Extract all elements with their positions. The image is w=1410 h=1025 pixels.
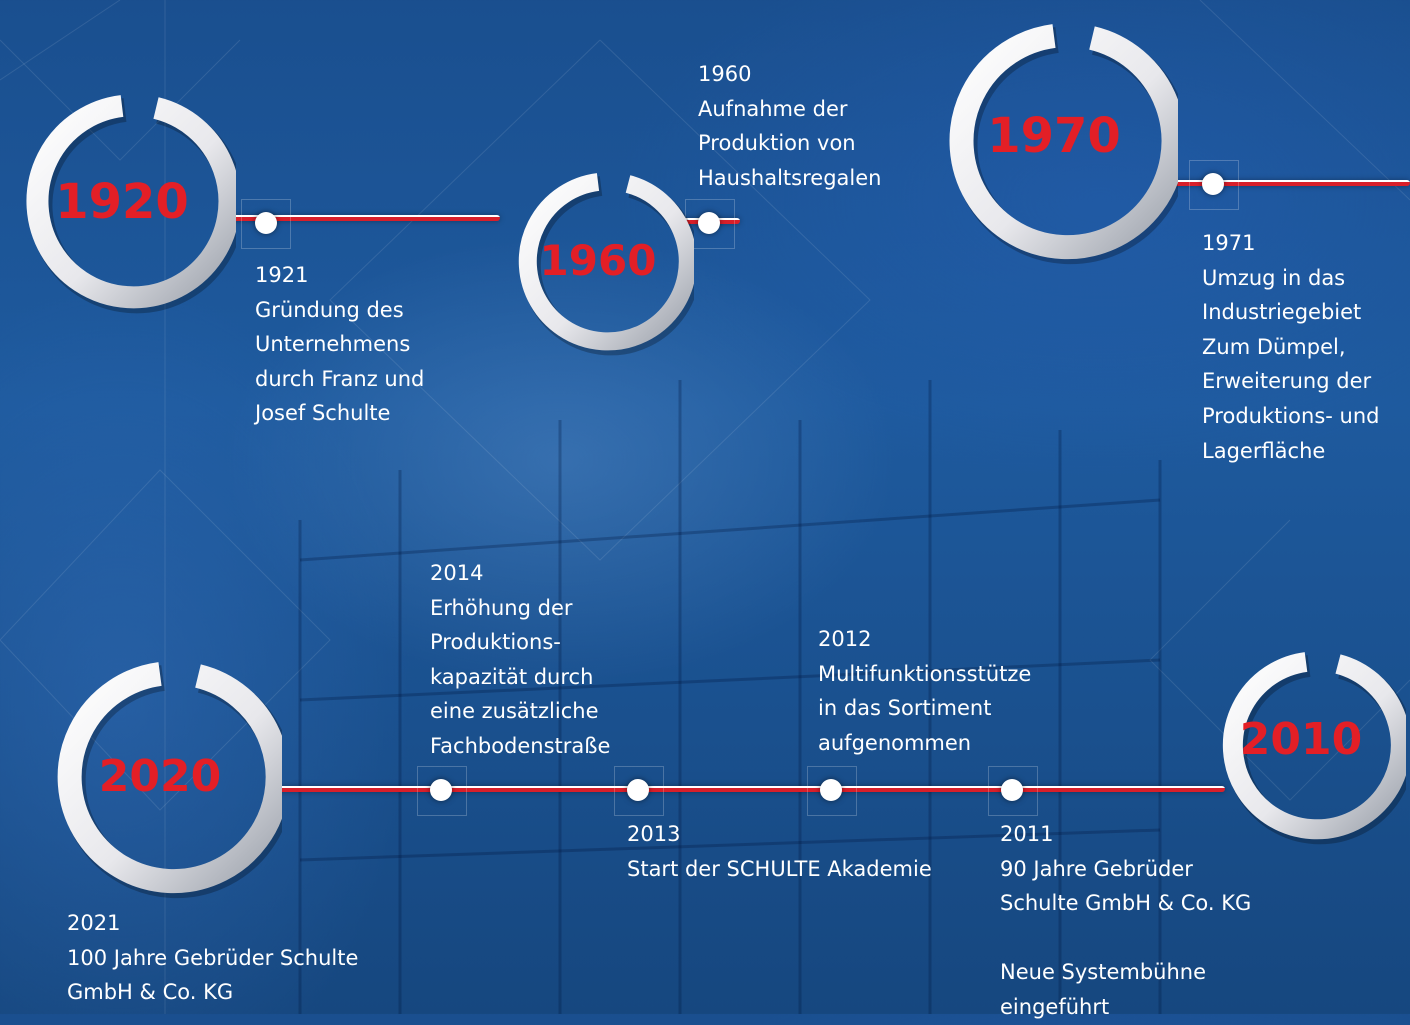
node-frame bbox=[614, 766, 664, 816]
timeline-node-2013 bbox=[627, 779, 649, 801]
timeline-connector bbox=[270, 786, 1225, 792]
event-text: Erhöhung der Produktions- kapazität durc… bbox=[430, 595, 611, 758]
decade-ring-2020 bbox=[38, 656, 282, 900]
decade-ring-1970 bbox=[930, 18, 1178, 266]
event-2021: 2021 100 Jahre Gebrüder Schulte GmbH & C… bbox=[67, 906, 387, 1010]
event-text: Umzug in das Industriegebiet Zum Dümpel,… bbox=[1202, 265, 1380, 463]
event-text: Start der SCHULTE Akademie bbox=[627, 856, 932, 881]
node-frame bbox=[807, 766, 857, 816]
event-year: 2011 bbox=[1000, 822, 1054, 846]
timeline-connector bbox=[230, 215, 500, 221]
event-year: 2012 bbox=[818, 627, 872, 651]
timeline-node-2014 bbox=[430, 779, 452, 801]
event-2012: 2012 Multifunktionsstütze in das Sortime… bbox=[818, 622, 1078, 760]
event-1921: 1921 Gründung des Unternehmens durch Fra… bbox=[255, 258, 485, 431]
event-2013: 2013 Start der SCHULTE Akademie bbox=[627, 817, 967, 886]
event-year: 2013 bbox=[627, 822, 681, 846]
timeline-node-1921 bbox=[255, 212, 277, 234]
event-text: 100 Jahre Gebrüder Schulte GmbH & Co. KG bbox=[67, 945, 359, 1005]
decade-ring-2010 bbox=[1206, 646, 1406, 846]
node-frame bbox=[241, 199, 291, 249]
timeline-connector bbox=[1160, 180, 1410, 186]
event-1960: 1960 Aufnahme der Produktion von Haushal… bbox=[698, 57, 918, 195]
event-text: Multifunktionsstütze in das Sortiment au… bbox=[818, 661, 1032, 755]
event-1971: 1971 Umzug in das Industriegebiet Zum Dü… bbox=[1202, 226, 1407, 468]
decade-label-2010: 2010 bbox=[1239, 714, 1363, 765]
timeline-node-2011 bbox=[1001, 779, 1023, 801]
node-frame bbox=[417, 766, 467, 816]
event-year: 1971 bbox=[1202, 231, 1256, 255]
timeline-node-2012 bbox=[820, 779, 842, 801]
event-year: 2014 bbox=[430, 561, 484, 585]
event-text: Aufnahme der Produktion von Haushaltsreg… bbox=[698, 96, 882, 190]
event-year: 1921 bbox=[255, 263, 309, 287]
event-2014: 2014 Erhöhung der Produktions- kapazität… bbox=[430, 556, 660, 764]
decade-ring-1920 bbox=[8, 88, 236, 316]
timeline-node-1960 bbox=[698, 212, 720, 234]
event-text: Gründung des Unternehmens durch Franz un… bbox=[255, 297, 425, 426]
event-text: 90 Jahre Gebrüder Schulte GmbH & Co. KG … bbox=[1000, 856, 1252, 1019]
decade-label-1960: 1960 bbox=[539, 236, 657, 285]
node-frame bbox=[1189, 160, 1239, 210]
timeline-node-1971 bbox=[1202, 173, 1224, 195]
event-2011: 2011 90 Jahre Gebrüder Schulte GmbH & Co… bbox=[1000, 817, 1290, 1025]
decade-label-1920: 1920 bbox=[55, 174, 189, 230]
decade-label-1970: 1970 bbox=[987, 108, 1121, 164]
decade-ring-1960 bbox=[502, 166, 694, 358]
node-frame bbox=[988, 766, 1038, 816]
decade-label-2020: 2020 bbox=[98, 751, 222, 802]
event-year: 1960 bbox=[698, 62, 752, 86]
event-year: 2021 bbox=[67, 911, 121, 935]
